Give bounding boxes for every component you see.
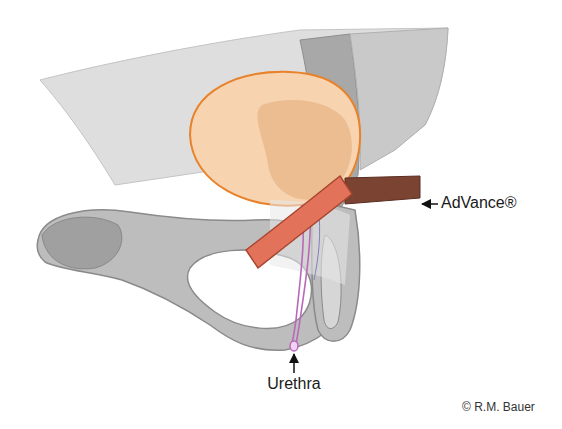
- copyright-note: © R.M. Bauer: [462, 401, 535, 415]
- urethra-opening: [290, 341, 298, 351]
- leader-arrow: [293, 354, 295, 373]
- sling-band: [246, 176, 352, 268]
- leader-arrow: [422, 203, 438, 205]
- part-label: Urethra: [267, 375, 320, 393]
- sling-arm: [345, 176, 420, 204]
- part-label: AdVance®: [441, 194, 517, 212]
- sacrum: [350, 28, 448, 170]
- acetabulum: [42, 217, 122, 269]
